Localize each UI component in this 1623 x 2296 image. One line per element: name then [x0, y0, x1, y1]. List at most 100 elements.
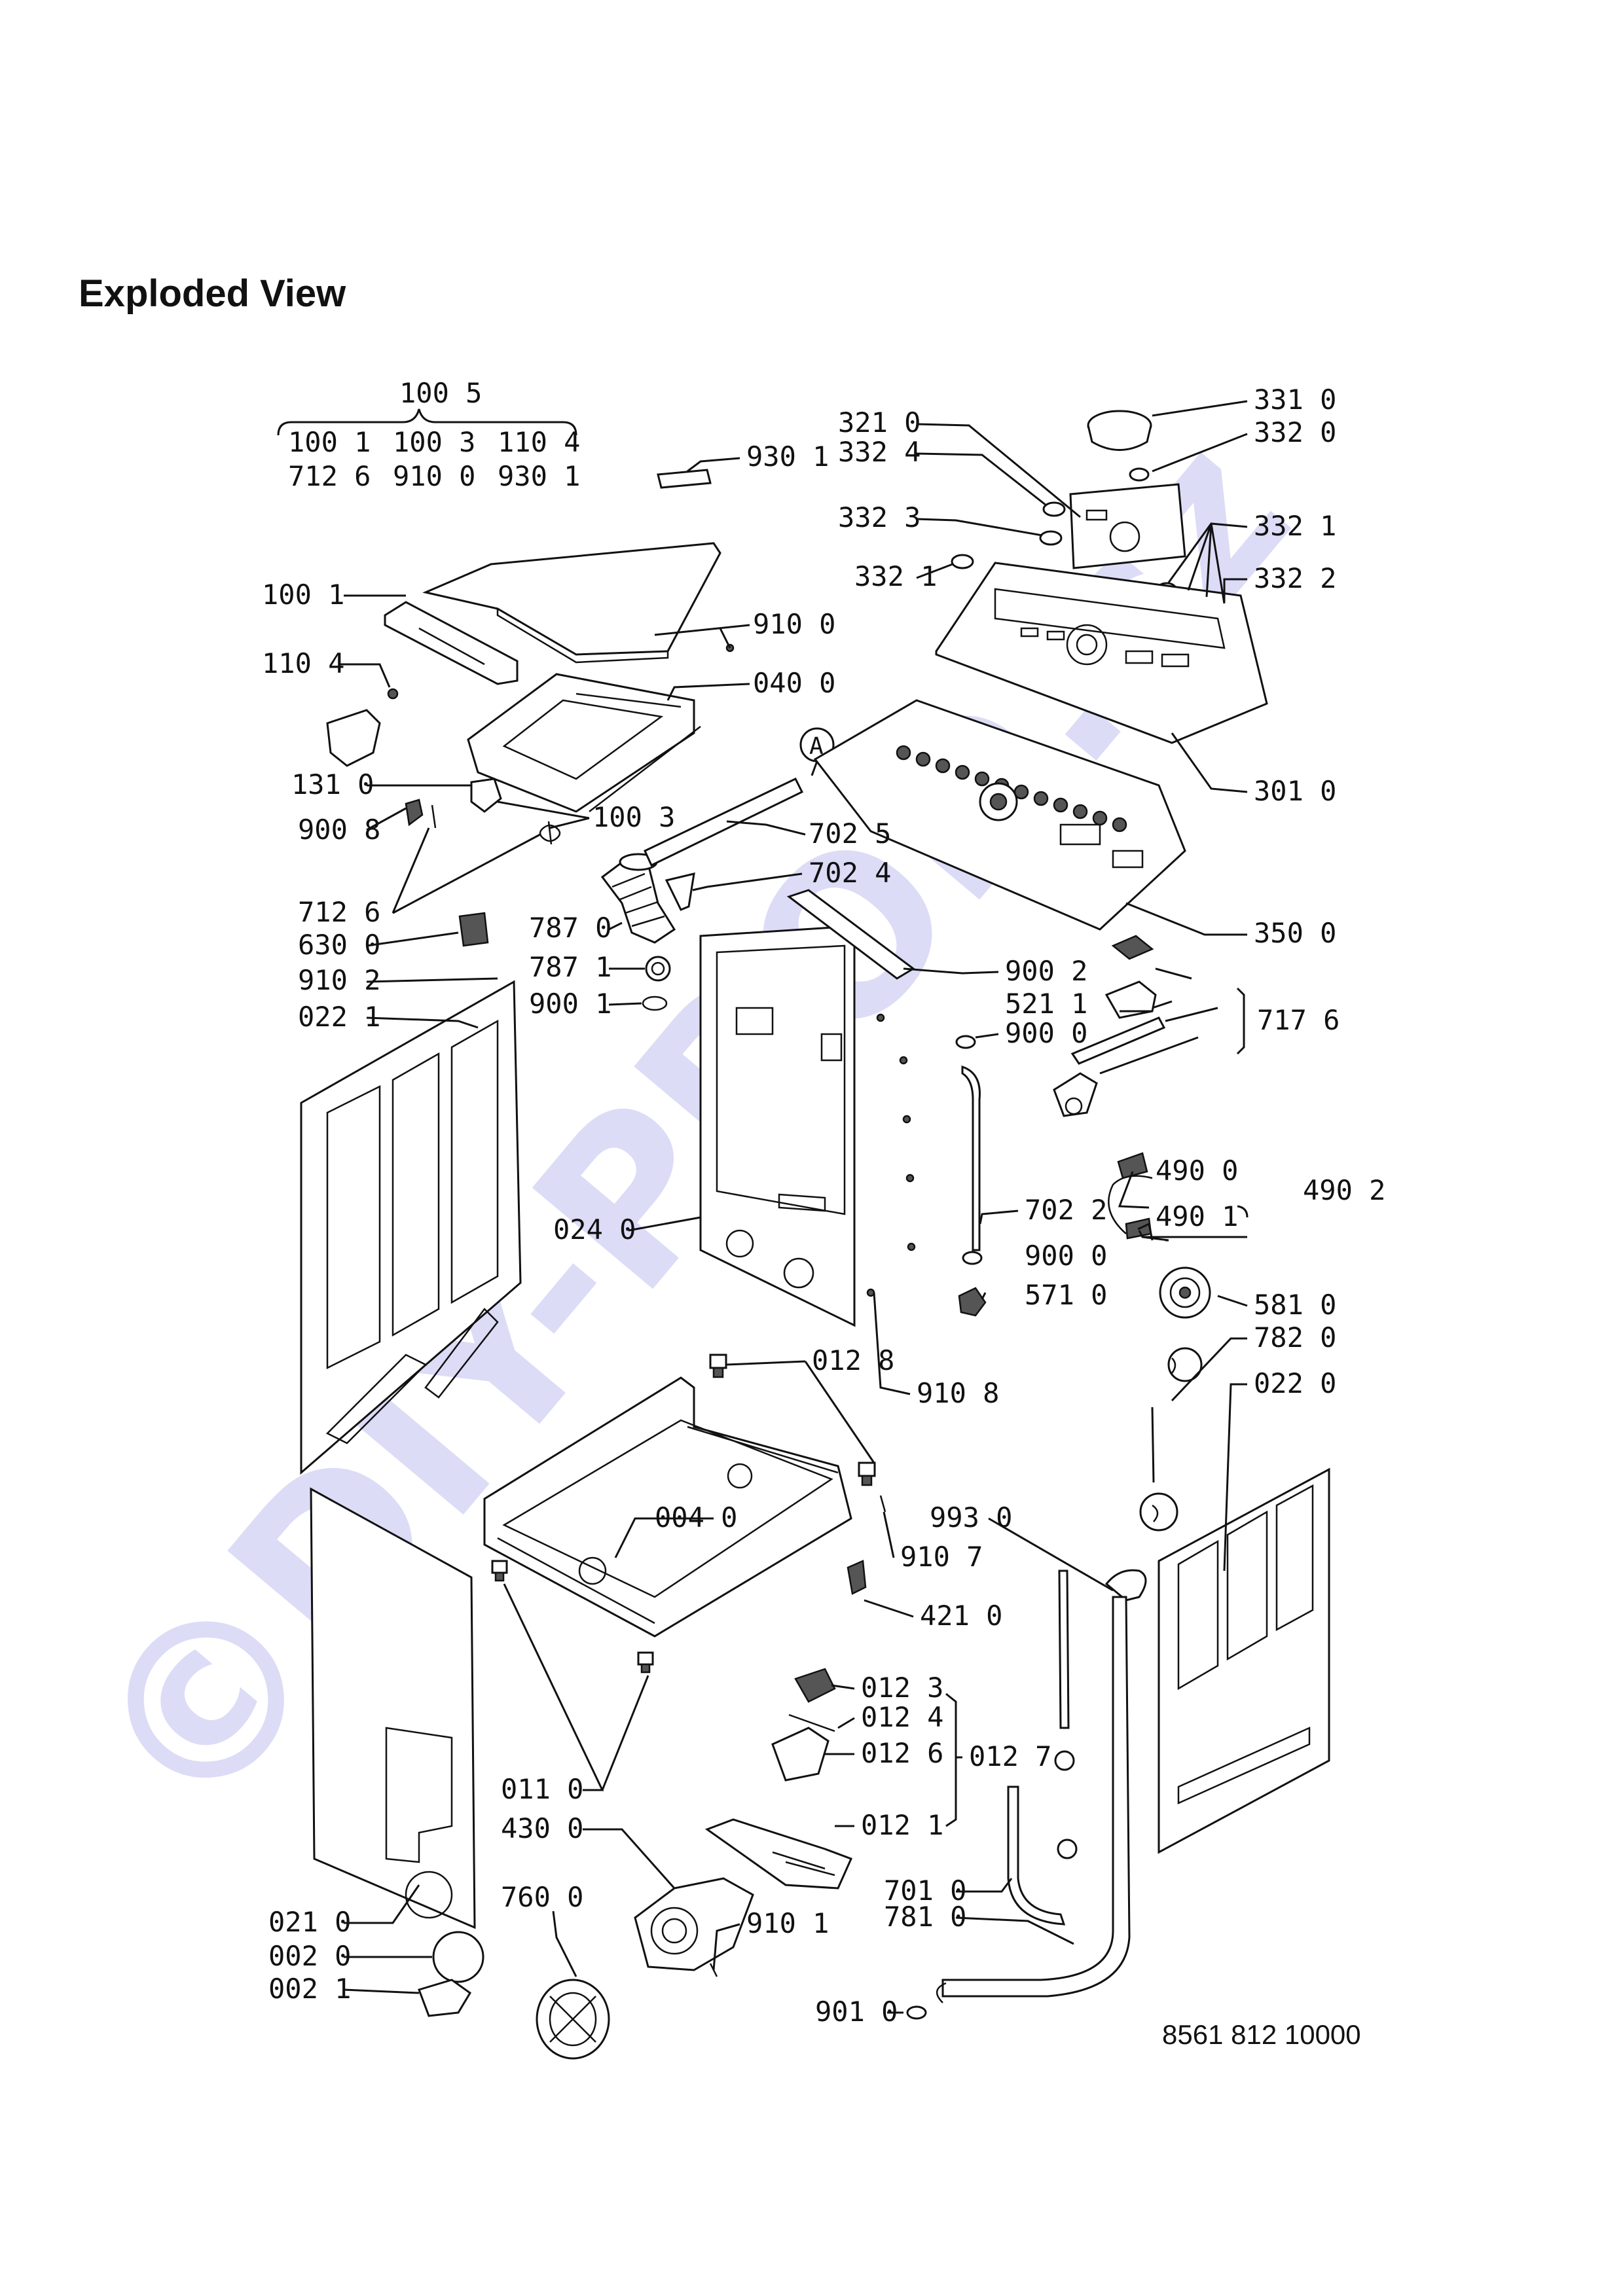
- right-side-panel-part: [1158, 1467, 1330, 1854]
- part-label: 900 8: [298, 814, 380, 846]
- cover-hinge-part: [418, 1979, 471, 2017]
- outlet-hose-part: [941, 1596, 1131, 1998]
- part-label: 011 0: [501, 1773, 583, 1805]
- part-label: 301 0: [1254, 775, 1336, 807]
- part-label: 012 8: [812, 1344, 894, 1376]
- part-label: 332 3: [838, 501, 921, 533]
- group-label: 100 1: [288, 426, 371, 458]
- part-label: 781 0: [884, 1901, 966, 1933]
- pressure-hose-part: [961, 1065, 981, 1251]
- part-label: 110 4: [262, 647, 344, 679]
- part-label: 012 7: [969, 1740, 1051, 1772]
- part-label: 521 1: [1005, 988, 1087, 1020]
- part-label: 021 0: [268, 1906, 351, 1938]
- part-label: 702 5: [809, 817, 891, 850]
- part-label: 701 0: [884, 1874, 966, 1907]
- part-label: 012 6: [861, 1737, 943, 1769]
- part-label: 782 0: [1254, 1321, 1336, 1354]
- group-label: 712 6: [288, 460, 371, 492]
- back-frame-part: [699, 925, 856, 1327]
- part-label: 702 4: [809, 857, 891, 889]
- part-label: 012 4: [861, 1701, 943, 1733]
- part-label: 787 1: [529, 951, 611, 983]
- part-label: 900 0: [1025, 1240, 1107, 1272]
- left-side-panel-part: [300, 980, 522, 1475]
- part-label: 002 0: [268, 1940, 351, 1972]
- bushing-part: [1139, 1492, 1178, 1532]
- group-label: 910 0: [393, 460, 475, 492]
- part-label: 901 0: [815, 1996, 898, 2028]
- sensor-part: [958, 1287, 987, 1317]
- part-label: 331 0: [1254, 384, 1336, 416]
- clamp-part: [642, 996, 668, 1011]
- part-label: 900 0: [1005, 1017, 1087, 1049]
- foot-part-011: [491, 1560, 654, 1674]
- group-label: 110 4: [498, 426, 580, 458]
- part-label: 930 1: [746, 440, 829, 473]
- filter-cover-part: [432, 1931, 484, 1983]
- part-label: 760 0: [501, 1881, 583, 1913]
- part-label: 012 3: [861, 1672, 943, 1704]
- part-label: 910 2: [298, 964, 380, 996]
- part-label: 421 0: [920, 1600, 1002, 1632]
- part-label: 900 1: [529, 988, 611, 1020]
- group-brace: [277, 408, 577, 436]
- part-label: 910 8: [917, 1377, 999, 1409]
- heater-connector-part: [847, 1560, 867, 1595]
- lid-frame-part: [467, 673, 695, 813]
- lock-part: [1111, 935, 1154, 960]
- part-label: 910 0: [753, 608, 835, 640]
- page-title: Exploded View: [79, 272, 346, 315]
- ring-part: [645, 956, 671, 982]
- part-label: 430 0: [501, 1812, 583, 1844]
- hose-pipe-part: [1058, 1570, 1070, 1729]
- pump-rod-part: [788, 1713, 835, 1732]
- part-label: 993 0: [930, 1501, 1012, 1534]
- block-part: [458, 912, 489, 947]
- hinge-part: [326, 709, 381, 767]
- part-label: 100 1: [262, 579, 344, 611]
- part-label: 040 0: [753, 667, 835, 699]
- inlet-hose-part: [1007, 1785, 1066, 1926]
- part-label: 630 0: [298, 929, 380, 961]
- panel-insert-part: [1069, 483, 1186, 569]
- part-label: 910 7: [900, 1541, 983, 1573]
- part-label: 002 1: [268, 1973, 351, 2005]
- part-label: 900 2: [1005, 955, 1087, 987]
- part-label: 022 0: [1254, 1367, 1336, 1399]
- part-label: 321 0: [838, 406, 921, 439]
- part-label: 490 0: [1156, 1155, 1238, 1187]
- pump-motor-part: [794, 1668, 836, 1703]
- clip-part: [405, 798, 424, 827]
- hose-end-part: [906, 2005, 927, 2020]
- leader-lines: [340, 400, 1249, 2014]
- trim-strip-part: [657, 469, 712, 489]
- lock-mechanism-part: [1104, 980, 1157, 1019]
- connector-part: [665, 872, 695, 911]
- group-label: 100 3: [393, 426, 475, 458]
- part-label: 332 0: [1254, 416, 1336, 448]
- part-label: 332 1: [854, 560, 937, 592]
- spring-part: [539, 821, 561, 845]
- part-label: 004 0: [655, 1501, 737, 1534]
- lock-lever-part: [1070, 1016, 1166, 1065]
- part-label: 712 6: [298, 896, 380, 928]
- part-label: 100 3: [593, 801, 675, 833]
- part-label: 787 0: [529, 912, 611, 944]
- part-label: 717 6: [1257, 1004, 1340, 1036]
- drain-pump-part: [634, 1877, 754, 1971]
- filter-opening: [405, 1871, 453, 1919]
- screw-part: [387, 688, 399, 700]
- console-part: [935, 562, 1268, 744]
- part-label: 332 1: [1254, 510, 1336, 542]
- part-label: 490 2: [1303, 1174, 1385, 1206]
- part-label: 702 2: [1025, 1194, 1107, 1226]
- seal-part: [1167, 1347, 1203, 1382]
- front-panel-part: [310, 1487, 476, 1929]
- pipe-part: [644, 778, 804, 867]
- power-cable-part: [1108, 1175, 1153, 1234]
- group-label: 930 1: [498, 460, 580, 492]
- pump-housing-part: [771, 1727, 830, 1782]
- drain-hose-bend-part: [1104, 1569, 1147, 1602]
